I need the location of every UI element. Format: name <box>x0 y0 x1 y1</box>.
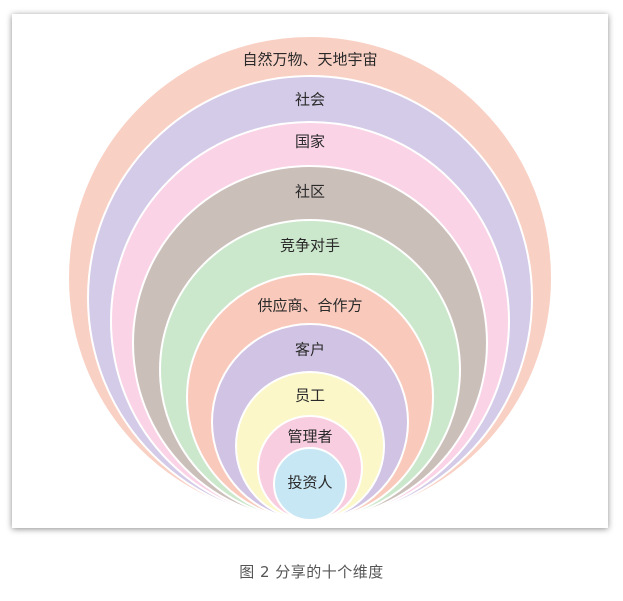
ring-label-2: 社会 <box>295 91 325 109</box>
ring-label-9: 管理者 <box>287 428 332 446</box>
ring-label-7: 客户 <box>295 341 325 359</box>
ring-label-1: 自然万物、天地宇宙 <box>242 51 377 69</box>
ring-label-10: 投资人 <box>287 474 332 492</box>
ring-10 <box>273 447 347 521</box>
ring-label-4: 社区 <box>295 183 325 201</box>
figure-caption: 图 2 分享的十个维度 <box>239 563 384 581</box>
ring-label-3: 国家 <box>295 133 325 151</box>
ring-label-6: 供应商、合作方 <box>257 297 362 315</box>
ring-label-8: 员工 <box>295 387 325 405</box>
ring-label-5: 竞争对手 <box>280 237 340 255</box>
